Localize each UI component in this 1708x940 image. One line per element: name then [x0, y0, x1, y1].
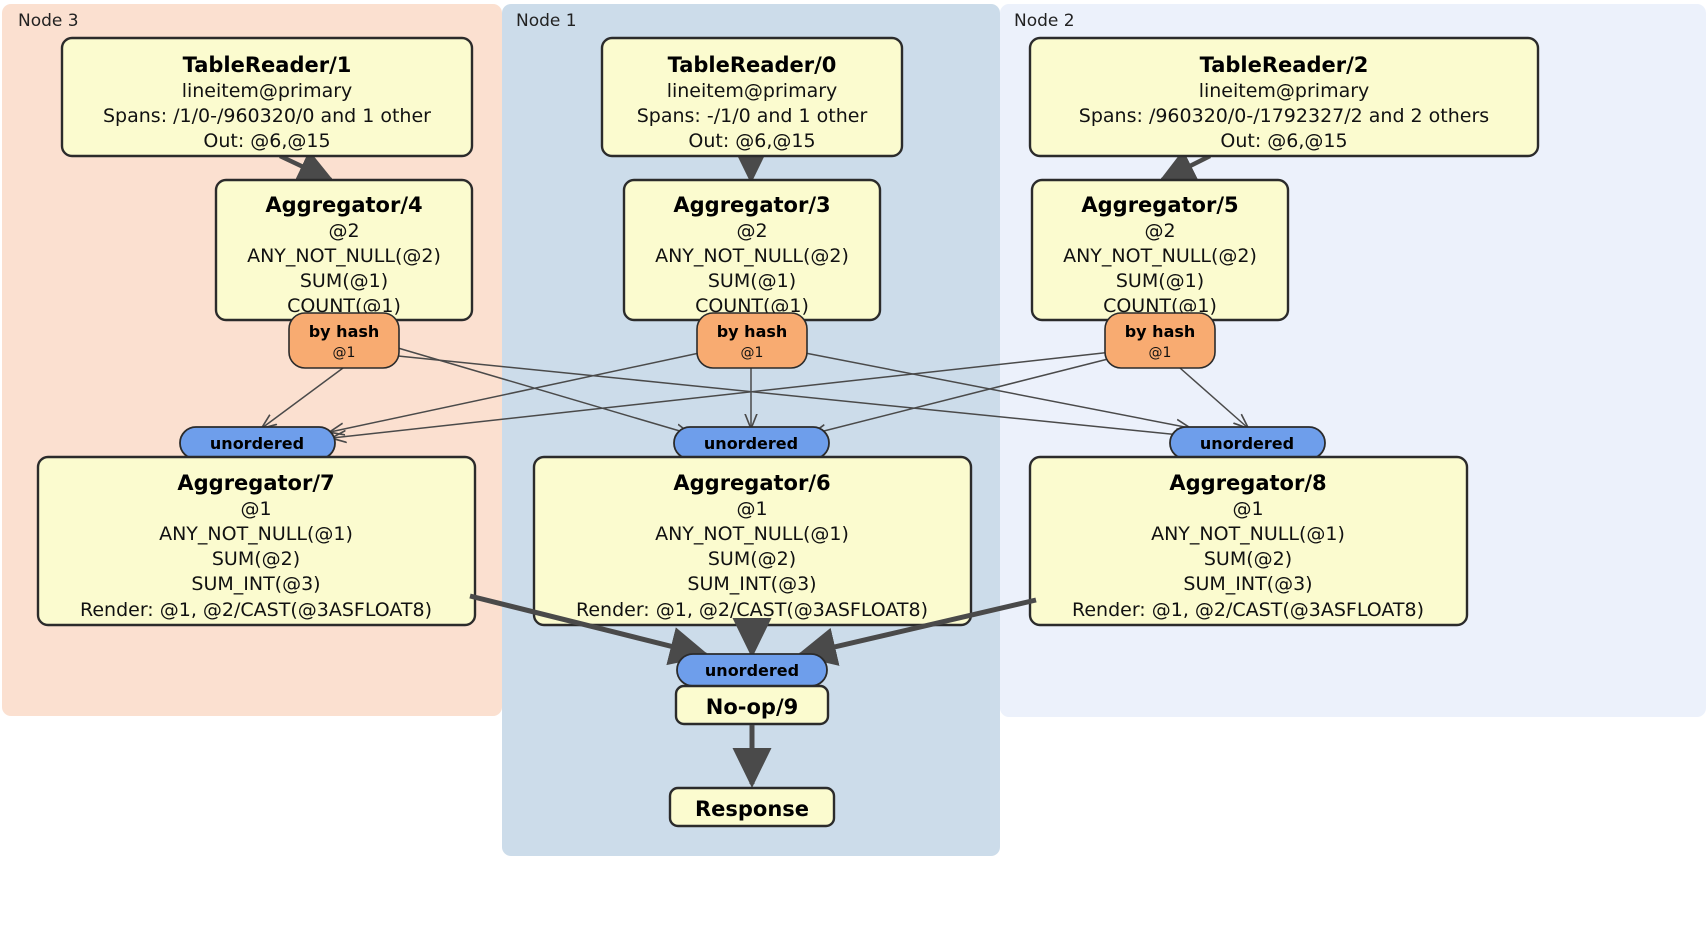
box-line: SUM(@1)	[1116, 270, 1204, 292]
box-line: lineitem@primary	[182, 80, 353, 102]
box-aggregator-8[interactable]: Aggregator/8 @1 ANY_NOT_NULL(@1) SUM(@2)…	[1028, 455, 1469, 627]
box-line: ANY_NOT_NULL(@1)	[655, 523, 849, 545]
box-line: ANY_NOT_NULL(@1)	[1151, 523, 1345, 545]
edge-aggregator8-to-unordered-final	[796, 597, 1037, 666]
box-aggregator-6[interactable]: Aggregator/6 @1 ANY_NOT_NULL(@1) SUM(@2)…	[532, 455, 973, 627]
box-line: SUM(@1)	[708, 270, 796, 292]
edge-hashR-to-unorderedR	[1179, 367, 1248, 428]
box-title: TableReader/2	[1200, 53, 1369, 77]
edge-hashR-to-unorderedL	[332, 351, 1113, 438]
badge-label: by hash	[1125, 322, 1196, 341]
box-line: Render: @1, @2/CAST(@3ASFLOAT8)	[576, 599, 928, 621]
box-line: Spans: /960320/0-/1792327/2 and 2 others	[1079, 105, 1489, 127]
edge-group-aggregators-to-final	[469, 593, 1037, 666]
badge-unordered-right[interactable]: unordered	[1169, 426, 1326, 460]
box-line: lineitem@primary	[667, 80, 838, 102]
panel-label-node-1: Node 1	[516, 11, 577, 31]
edge-aggregator7-to-unordered-final	[469, 593, 710, 666]
box-line: lineitem@primary	[1199, 80, 1370, 102]
edge-group-hash-to-unordered	[262, 347, 1248, 438]
box-title: Aggregator/3	[673, 193, 830, 217]
badge-by-hash-center[interactable]: by hash @1	[696, 312, 808, 369]
edge-tablereader2-to-aggregator2	[1158, 149, 1212, 183]
box-title: TableReader/0	[668, 53, 837, 77]
box-title: TableReader/1	[183, 53, 352, 77]
badge-label: unordered	[704, 434, 798, 453]
edge-hashC-to-unorderedR	[799, 351, 1190, 428]
box-line: Render: @1, @2/CAST(@3ASFLOAT8)	[1072, 599, 1424, 621]
box-no-op-9[interactable]: No-op/9	[674, 684, 830, 726]
box-line: COUNT(@1)	[1103, 295, 1217, 317]
badge-unordered-left[interactable]: unordered	[179, 426, 336, 460]
box-line: SUM(@2)	[212, 548, 300, 570]
box-aggregator-4[interactable]: Aggregator/4 @2 ANY_NOT_NULL(@2) SUM(@1)…	[214, 178, 474, 322]
panel-label-node-3: Node 3	[18, 11, 79, 31]
box-line: @2	[328, 220, 359, 242]
box-line: @1	[240, 498, 271, 520]
box-line: Out: @6,@15	[203, 130, 330, 152]
badge-by-hash-right[interactable]: by hash @1	[1104, 312, 1216, 369]
edge-hashL-to-unorderedC	[397, 347, 690, 434]
box-tablereader-0[interactable]: TableReader/0 lineitem@primary Spans: -/…	[600, 36, 904, 158]
badge-sublabel: @1	[1149, 345, 1172, 361]
panel-label-node-2: Node 2	[1014, 11, 1075, 31]
edge-tablereader1-to-aggregator4	[279, 150, 335, 183]
box-aggregator-5[interactable]: Aggregator/5 @2 ANY_NOT_NULL(@2) SUM(@1)…	[1030, 178, 1290, 322]
box-line: Out: @6,@15	[1220, 130, 1347, 152]
box-aggregator-7[interactable]: Aggregator/7 @1 ANY_NOT_NULL(@1) SUM(@2)…	[36, 455, 477, 627]
box-line: @2	[736, 220, 767, 242]
box-line: Render: @1, @2/CAST(@3ASFLOAT8)	[80, 599, 432, 621]
badge-label: by hash	[309, 322, 380, 341]
box-line: Spans: /1/0-/960320/0 and 1 other	[103, 105, 431, 127]
box-aggregator-3[interactable]: Aggregator/3 @2 ANY_NOT_NULL(@2) SUM(@1)…	[622, 178, 882, 322]
box-line: SUM(@2)	[1204, 548, 1292, 570]
box-title: Aggregator/4	[265, 193, 422, 217]
box-tablereader-1[interactable]: TableReader/1 lineitem@primary Spans: /1…	[60, 36, 474, 158]
box-line: COUNT(@1)	[695, 295, 809, 317]
box-title: Aggregator/8	[1169, 471, 1326, 495]
box-line: @1	[736, 498, 767, 520]
edge-hashR-to-unorderedC	[812, 357, 1113, 434]
box-title: Response	[695, 797, 809, 821]
badge-label: by hash	[717, 322, 788, 341]
box-line: COUNT(@1)	[287, 295, 401, 317]
box-title: Aggregator/7	[177, 471, 334, 495]
box-title: Aggregator/6	[673, 471, 830, 495]
box-line: SUM_INT(@3)	[191, 573, 320, 595]
edge-hashL-to-unorderedR	[397, 355, 1190, 436]
box-line: SUM(@2)	[708, 548, 796, 570]
box-line: Spans: -/1/0 and 1 other	[637, 105, 868, 127]
box-line: SUM_INT(@3)	[1183, 573, 1312, 595]
badge-sublabel: @1	[333, 345, 356, 361]
box-line: ANY_NOT_NULL(@2)	[247, 245, 441, 267]
badge-sublabel: @1	[741, 345, 764, 361]
box-tablereader-2[interactable]: TableReader/2 lineitem@primary Spans: /9…	[1028, 36, 1540, 158]
badge-unordered-center[interactable]: unordered	[673, 426, 830, 460]
box-line: ANY_NOT_NULL(@2)	[655, 245, 849, 267]
badge-unordered-final[interactable]: unordered	[676, 653, 828, 687]
badge-label: unordered	[1200, 434, 1294, 453]
box-response[interactable]: Response	[668, 786, 836, 828]
edge-hashL-to-unorderedL	[262, 367, 344, 428]
box-title: Aggregator/5	[1081, 193, 1238, 217]
box-line: ANY_NOT_NULL(@2)	[1063, 245, 1257, 267]
box-line: SUM_INT(@3)	[687, 573, 816, 595]
badge-label: unordered	[705, 661, 799, 680]
box-line: Out: @6,@15	[688, 130, 815, 152]
box-line: ANY_NOT_NULL(@1)	[159, 523, 353, 545]
edge-hashC-to-unorderedL	[330, 351, 705, 432]
badge-by-hash-left[interactable]: by hash @1	[288, 312, 400, 369]
box-title: No-op/9	[706, 695, 798, 719]
badge-label: unordered	[210, 434, 304, 453]
box-line: @1	[1232, 498, 1263, 520]
box-line: @2	[1144, 220, 1175, 242]
box-line: SUM(@1)	[300, 270, 388, 292]
